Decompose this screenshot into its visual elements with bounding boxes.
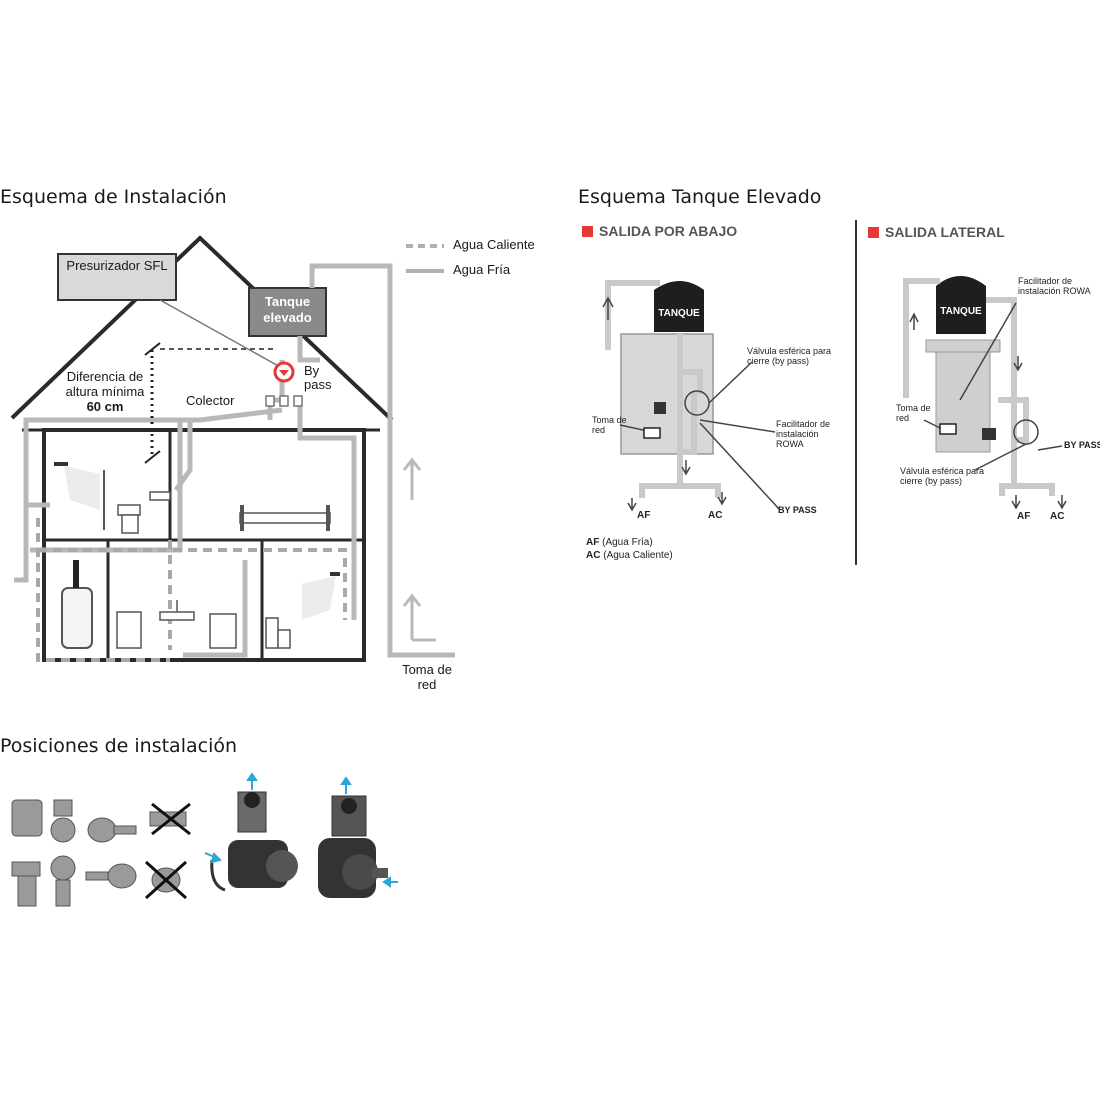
toilet-icon-2 [265,617,291,649]
bypass-label: By pass [304,363,332,393]
height-diff-line1: Diferencia de [66,369,144,384]
bottom-valve-label: Válvula esférica para cierre (by pass) [747,346,832,366]
tank-label: Tanque elevado [263,294,312,325]
sink-icon-1 [149,491,171,501]
side-bypass-label: BY PASS [1064,440,1100,450]
side-tank-icon [936,276,986,334]
cold-water-pipes [14,263,455,658]
bottom-tank-icon [654,281,704,332]
pressurizer-label: Presurizador SFL [66,258,168,273]
large-pump-horizontal-icon [210,791,298,892]
hot-water-pipes [36,518,347,662]
side-tank-label: TANQUE [940,306,982,317]
collector-valves [265,395,303,407]
kitchen-sink-icon [159,600,195,621]
legend-cold-label: Agua Fría [453,262,511,277]
bottom-af-note: AF (Agua Fría) [586,537,653,548]
positions-title: Posiciones de instalación [0,735,238,757]
red-square-icon [582,226,593,237]
bottom-tank-label: TANQUE [658,308,700,319]
bottom-outlet-title: SALIDA POR ABAJO [582,223,737,239]
invalid-position-cross-icons [144,802,191,900]
collector-label: Colector [186,393,235,408]
pump-position-icons [11,799,187,907]
toilet-icon-1 [117,504,141,534]
mains-label: Toma de red [402,662,452,692]
bed-icon [239,505,331,531]
shower-icon-1 [54,462,105,530]
pressurizer-box [57,253,177,301]
side-outlet-title: SALIDA LATERAL [868,224,1005,240]
house-walls [42,428,366,662]
bottom-mains-label: Toma de red [592,415,627,435]
side-af-label: AF [1017,511,1031,522]
stove-icon [116,611,142,649]
elevated-tank-box [248,287,327,337]
installation-title: Esquema de Instalación [0,186,227,208]
tank-scheme-title: Esquema Tanque Elevado [578,186,822,208]
bottom-bypass-label: BY PASS [778,505,817,515]
red-square-icon [868,227,879,238]
side-mains-label: Toma de red [896,403,931,423]
bottom-facilitator-label: Facilitador de instalación ROWA [776,419,831,449]
bottom-ac-label: AC [708,510,723,521]
flow-direction-arrow-icons [204,772,398,888]
side-facilitator-label: Facilitador de instalación ROWA [1018,276,1091,296]
shower-icon-2 [302,572,340,620]
large-pump-vertical-icon [318,795,388,898]
bottom-af-label: AF [637,510,651,521]
side-valve-label: Válvula esférica para cierre (by pass) [900,466,985,486]
height-diff-line2: altura mínima [65,384,145,399]
house-roof [10,235,394,422]
water-heater-icon [61,560,93,649]
dishwasher-icon [209,613,237,649]
height-diff-value: 60 cm [86,399,124,414]
legend-hot-label: Agua Caliente [453,237,535,252]
side-ac-label: AC [1050,511,1065,522]
bottom-ac-note: AC (Agua Caliente) [586,550,673,561]
pump-icon [273,361,295,383]
flow-arrows [402,457,436,642]
